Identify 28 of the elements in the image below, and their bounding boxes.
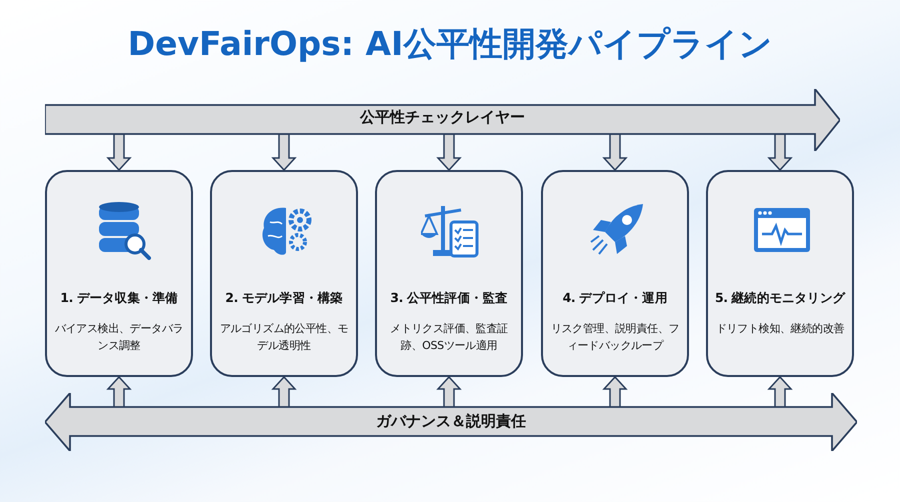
- step-card: [706, 170, 854, 377]
- step-title: 4. デプロイ・運用: [562, 290, 668, 307]
- step-title: 1. データ収集・準備: [59, 290, 179, 307]
- block-arrow: [767, 133, 793, 172]
- step-card: [210, 170, 358, 377]
- band-label: 公平性チェックレイヤー: [358, 108, 526, 127]
- block-arrow: [106, 376, 132, 409]
- block-arrow: [602, 133, 628, 172]
- block-arrow: [271, 376, 297, 409]
- block-arrow: [436, 376, 462, 409]
- step-title: 2. モデル学習・構築: [224, 290, 344, 307]
- step-description: メトリクス評価、監査証跡、OSSツール適用: [389, 321, 509, 354]
- step-description: バイアス検出、データバランス調整: [54, 321, 184, 354]
- step-title: 3. 公平性評価・監査: [389, 290, 509, 307]
- step-description: リスク管理、説明責任、フィードバックループ: [550, 321, 680, 354]
- band-label: ガバナンス＆説明責任: [375, 412, 527, 431]
- step-card: [375, 170, 523, 377]
- block-arrow: [767, 376, 793, 409]
- step-description: ドリフト検知、継続的改善: [714, 321, 846, 337]
- title: DevFairOps: AI公平性開発パイプライン: [126, 23, 774, 65]
- step-card: [45, 170, 193, 377]
- block-arrow: [271, 133, 297, 172]
- step-description: アルゴリズム的公平性、モデル透明性: [218, 321, 350, 354]
- block-arrow: [436, 133, 462, 172]
- block-arrow: [602, 376, 628, 409]
- step-title: 5. 継続的モニタリング: [714, 290, 846, 307]
- block-arrow: [106, 133, 132, 172]
- step-card: [541, 170, 689, 377]
